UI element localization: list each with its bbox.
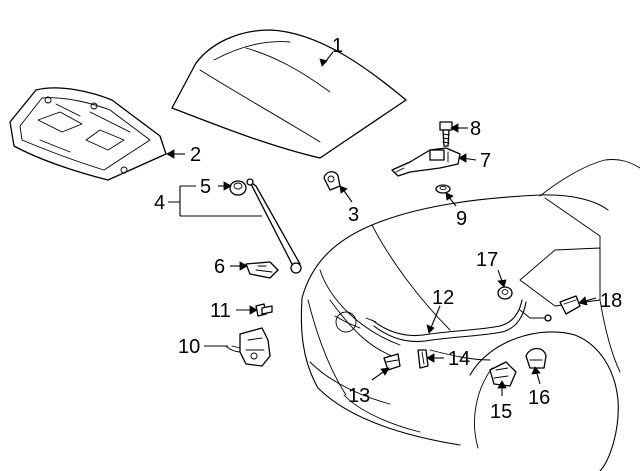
part-5-grommet — [229, 180, 247, 196]
callout-1: 1 — [332, 35, 343, 57]
callout-7: 7 — [480, 150, 491, 172]
part-16-handle-clip — [525, 347, 547, 369]
callout-11: 11 — [210, 300, 231, 322]
callout-12: 12 — [432, 287, 454, 309]
callout-8: 8 — [470, 118, 481, 140]
part-11-lock-bolt — [255, 303, 273, 317]
callout-15: 15 — [490, 401, 512, 423]
callout-9: 9 — [456, 208, 467, 230]
part-17-cushion — [497, 286, 513, 300]
callout-leaders — [166, 51, 597, 396]
part-14-cable-bracket — [417, 349, 429, 369]
callout-3: 3 — [348, 204, 359, 226]
part-18-latch-bracket — [559, 295, 581, 315]
part-10-hood-lock — [225, 327, 271, 367]
callout-14: 14 — [448, 348, 470, 370]
part-1-hood — [171, 29, 407, 159]
part-7-hinge — [391, 147, 461, 177]
callout-17: 17 — [476, 249, 498, 271]
callout-10: 10 — [178, 336, 200, 358]
callout-2: 2 — [190, 144, 201, 166]
part-6-rod-holder — [245, 261, 279, 279]
part-13-cable-clip — [383, 353, 401, 371]
callout-18: 18 — [600, 290, 622, 312]
part-2-hood-insulator — [9, 87, 167, 181]
part-8-hinge-bolt — [439, 121, 453, 147]
callout-6: 6 — [214, 256, 225, 278]
part-12-release-cable — [365, 299, 552, 343]
part-9-hinge-cushion — [435, 184, 451, 194]
callout-16: 16 — [528, 387, 550, 409]
callout-5: 5 — [200, 176, 211, 198]
part-4-support-rod — [246, 178, 302, 274]
part-3-clip — [323, 171, 341, 191]
vehicle-front-outline — [300, 159, 640, 471]
callout-4: 4 — [154, 192, 165, 214]
part-15-release-handle — [489, 361, 517, 387]
callout-13: 13 — [348, 385, 370, 407]
callout-labels: 1 2 3 4 5 6 7 8 9 10 11 12 13 14 15 16 1… — [154, 35, 622, 423]
